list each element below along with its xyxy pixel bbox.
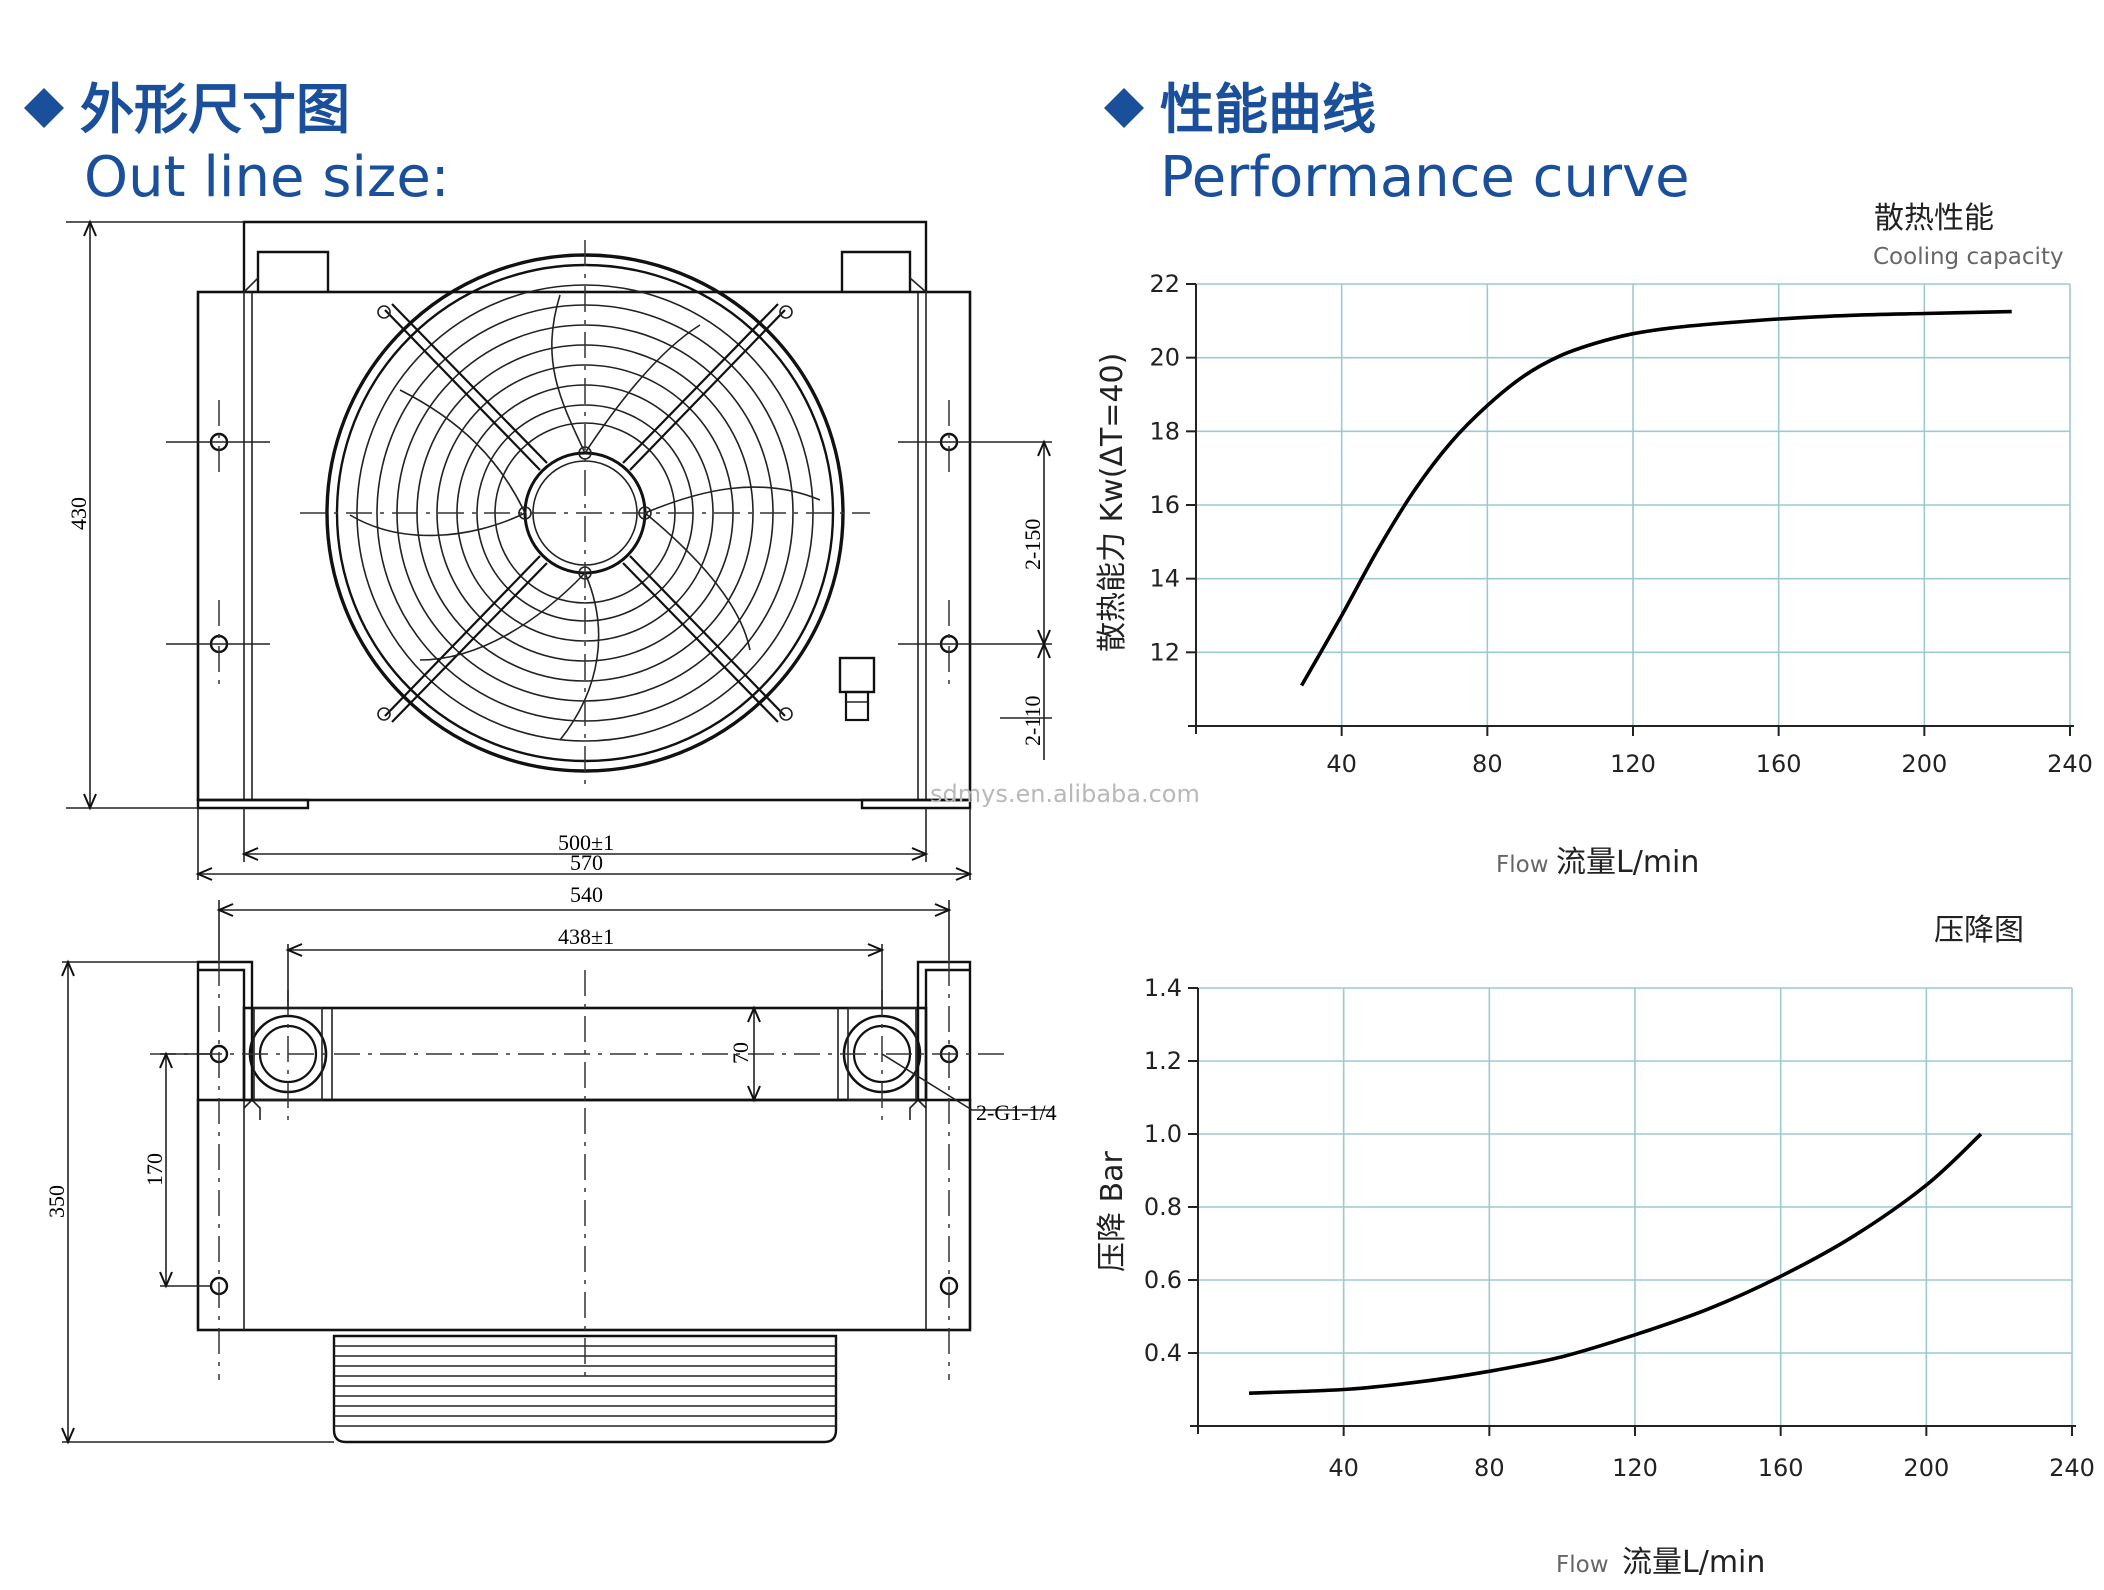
y-tick-label: 14 — [1149, 565, 1180, 593]
y-tick-label: 0.4 — [1144, 1339, 1182, 1367]
dim-350-label: 350 — [44, 1185, 69, 1218]
outline-title-cn: 外形尺寸图 — [80, 78, 350, 141]
x-tick-label: 160 — [1756, 750, 1802, 778]
y-tick-label: 1.2 — [1144, 1047, 1182, 1075]
y-tick-label: 20 — [1149, 344, 1180, 372]
chart-title: 散热性能 — [1874, 201, 1994, 236]
x-tick-label: 80 — [1474, 1454, 1505, 1482]
series-line — [1248, 1132, 1983, 1395]
y-tick-label: 18 — [1149, 417, 1180, 445]
outline-heading: 外形尺寸图 Out line size: — [24, 78, 450, 210]
x-tick-label: 40 — [1328, 1454, 1359, 1482]
chart-x-label-en: Flow — [1556, 1552, 1609, 1578]
chart-y-label: 散热能力 Kw(ΔT=40) — [1095, 353, 1130, 652]
y-tick-label: 12 — [1149, 638, 1180, 666]
y-tick-label: 1.0 — [1144, 1120, 1182, 1148]
performance-title-en: Performance curve — [1160, 145, 1690, 210]
dim-height-label: 430 — [66, 497, 91, 530]
watermark: sdmys.en.alibaba.com — [930, 780, 1200, 808]
performance-heading: 性能曲线 Performance curve — [1104, 78, 1690, 210]
side-view-drawing: 540 438±1 70 2-G1-1/4 170 350 — [44, 882, 1057, 1445]
cooling-capacity-chart: 散热性能 Cooling capacity 散热能力 Kw(ΔT=40) Flo… — [1095, 201, 2093, 880]
diamond-bullet-icon — [24, 88, 64, 128]
chart-x-label-en: Flow — [1496, 852, 1549, 878]
dim-170-label: 170 — [142, 1153, 167, 1186]
chart-x-label-cn: 流量L/min — [1622, 1545, 1765, 1580]
y-tick-label: 0.6 — [1144, 1266, 1182, 1294]
mounting-hole-icon — [209, 432, 959, 654]
dim-2-150-label: 2-150 — [1020, 519, 1045, 570]
mounting-hole-icon — [209, 1044, 959, 1296]
performance-title-cn: 性能曲线 — [1160, 78, 1376, 141]
x-tick-label: 120 — [1610, 750, 1656, 778]
x-tick-label: 240 — [2047, 750, 2093, 778]
dim-2-110-label: 2-110 — [1020, 695, 1045, 746]
outline-title-en: Out line size: — [84, 145, 450, 210]
port-label: 2-G1-1/4 — [976, 1100, 1057, 1125]
dim-438-label: 438±1 — [558, 924, 614, 949]
y-tick-label: 16 — [1149, 491, 1180, 519]
pressure-drop-chart: 压降图 压降 Bar Flow 流量L/min 40 80 120 160 200 240… — [1095, 913, 2095, 1580]
x-tick-label: 80 — [1472, 750, 1503, 778]
chart-subtitle: Cooling capacity — [1873, 244, 2064, 270]
series-line — [1300, 309, 2012, 687]
x-tick-label: 200 — [1903, 1454, 1949, 1482]
front-view-drawing: 430 2-150 2-110 500±1 570 — [66, 219, 1052, 881]
chart-title: 压降图 — [1934, 913, 2024, 948]
dim-570-label: 570 — [570, 850, 603, 875]
x-tick-label: 240 — [2049, 1454, 2095, 1482]
diamond-bullet-icon — [1104, 88, 1144, 128]
dim-540-label: 540 — [570, 882, 603, 907]
x-tick-label: 200 — [1901, 750, 1947, 778]
x-tick-label: 160 — [1758, 1454, 1804, 1482]
y-tick-label: 1.4 — [1144, 974, 1182, 1002]
y-tick-label: 0.8 — [1144, 1193, 1182, 1221]
chart-x-label-cn: 流量L/min — [1556, 845, 1699, 880]
x-tick-label: 40 — [1326, 750, 1357, 778]
x-tick-label: 120 — [1612, 1454, 1658, 1482]
y-tick-label: 22 — [1149, 270, 1180, 298]
junction-box-icon — [838, 656, 876, 722]
chart-y-label: 压降 Bar — [1095, 1150, 1130, 1272]
dim-70-label: 70 — [728, 1042, 753, 1064]
dim-500-label: 500±1 — [558, 830, 614, 855]
